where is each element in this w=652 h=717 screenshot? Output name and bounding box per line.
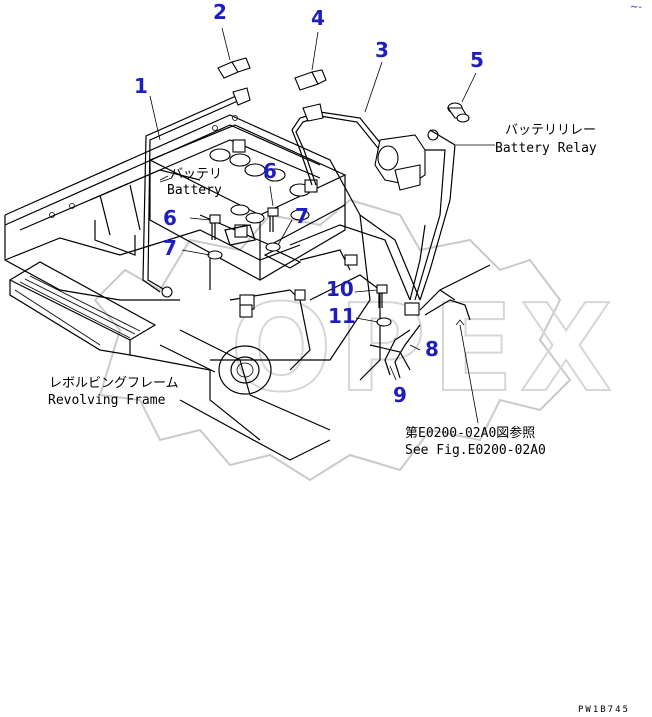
- callout-1: 1: [134, 74, 148, 98]
- callout-7-right: 7: [295, 204, 309, 228]
- callout-8: 8: [425, 337, 439, 361]
- callout-9: 9: [393, 383, 407, 407]
- battery-relay-label-jp: バッテリリレー: [505, 123, 596, 138]
- wire-harness: [369, 264, 491, 379]
- battery-label-jp: バッテリ: [170, 167, 222, 182]
- callout-7-left: 7: [163, 236, 177, 260]
- callout-11: 11: [328, 304, 356, 328]
- revolving-frame-label-en: Revolving Frame: [48, 393, 166, 408]
- terminal-2: [217, 57, 251, 79]
- bolts: [207, 207, 392, 327]
- callout-2: 2: [213, 0, 227, 24]
- battery-relay-label-en: Battery Relay: [495, 141, 597, 156]
- cap-5: [446, 102, 470, 123]
- see-figure-label-jp: 第E0200-02A0図参照: [405, 425, 535, 441]
- battery-cable-3: [291, 103, 391, 186]
- watermark: OPEX: [93, 198, 618, 482]
- drawing-code: PW1B745: [578, 705, 630, 715]
- callout-6-upper: 6: [263, 159, 277, 183]
- leader-lines: [149, 27, 495, 424]
- callout-6-left: 6: [163, 206, 177, 230]
- svg-text:OPEX: OPEX: [230, 280, 618, 419]
- callout-5: 5: [470, 48, 484, 72]
- callout-10: 10: [326, 277, 354, 301]
- see-figure-label-en: See Fig.E0200-02A0: [405, 443, 546, 458]
- battery: [148, 124, 347, 318]
- battery-cable-1: [142, 87, 251, 298]
- callout-3: 3: [375, 38, 389, 62]
- callout-4: 4: [311, 6, 325, 30]
- battery-relay: [263, 129, 456, 301]
- text-labels: バッテリ Battery バッテリリレー Battery Relay レボルビン…: [48, 2, 642, 715]
- terminal-4: [294, 69, 327, 91]
- callout-numbers: 2 4 3 5 1 6 6 7 7 10 11 8 9: [134, 0, 484, 407]
- revolving-frame-label-jp: レボルビングフレーム: [49, 376, 179, 391]
- battery-label-en: Battery: [167, 183, 222, 198]
- corner-mark: ~-: [630, 2, 642, 13]
